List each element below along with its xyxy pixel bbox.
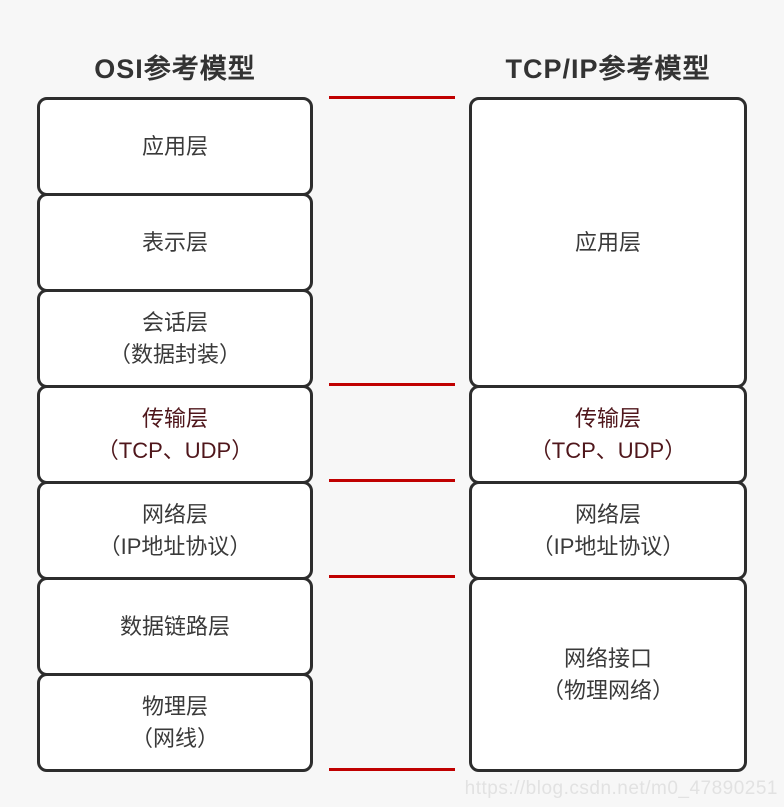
layer-name: 物理层 [141,693,208,719]
osi-layer-transport: 传输层 （TCP、UDP） [37,385,313,484]
csdn-watermark-url: https://blog.csdn.net/m0_47890251 [464,778,778,799]
osi-layer-physical: 物理层 （网线） [37,673,313,772]
layer-boundary-connector-line [329,479,455,482]
layer-boundary-connector-line [329,575,455,578]
osi-model-column: 应用层 表示层 会话层 （数据封装） 传输层 （TCP、UDP） 网络层 （IP… [37,97,313,772]
layer-boundary-connector-line [329,96,455,99]
osi-layer-datalink: 数据链路层 [37,577,313,676]
tcpip-layer-transport: 传输层 （TCP、UDP） [469,385,747,484]
osi-layer-presentation: 表示层 [37,193,313,292]
osi-model-title: OSI参考模型 [94,54,256,84]
osi-layer-network: 网络层 （IP地址协议） [37,481,313,580]
layer-name: 网络层 [141,501,208,527]
layer-detail: （物理网络） [541,677,674,703]
layer-detail: （网线） [130,725,219,751]
layer-detail: （IP地址协议） [98,533,252,559]
layer-name: 应用层 [141,133,208,159]
layer-detail: （IP地址协议） [531,533,685,559]
layer-name: 数据链路层 [119,613,230,639]
tcpip-layer-network-interface: 网络接口 （物理网络） [469,577,747,772]
osi-layer-session: 会话层 （数据封装） [37,289,313,388]
tcpip-layer-application: 应用层 [469,97,747,388]
layer-detail: （TCP、UDP） [529,437,687,463]
layer-boundary-connector-line [329,768,455,771]
layer-detail: （数据封装） [108,341,241,367]
tcpip-layer-network: 网络层 （IP地址协议） [469,481,747,580]
layer-name: 应用层 [574,229,641,255]
layer-boundary-connector-line [329,383,455,386]
layer-name: 网络接口 [563,645,652,671]
layer-name: 传输层 [141,405,208,431]
tcpip-model-column: 应用层 传输层 （TCP、UDP） 网络层 （IP地址协议） 网络接口 （物理网… [469,97,747,772]
layer-name: 网络层 [574,501,641,527]
layer-name: 表示层 [141,229,208,255]
tcpip-model-title: TCP/IP参考模型 [505,54,711,84]
layer-detail: （TCP、UDP） [96,437,254,463]
layer-name: 会话层 [141,309,208,335]
layer-name: 传输层 [574,405,641,431]
osi-layer-application: 应用层 [37,97,313,196]
